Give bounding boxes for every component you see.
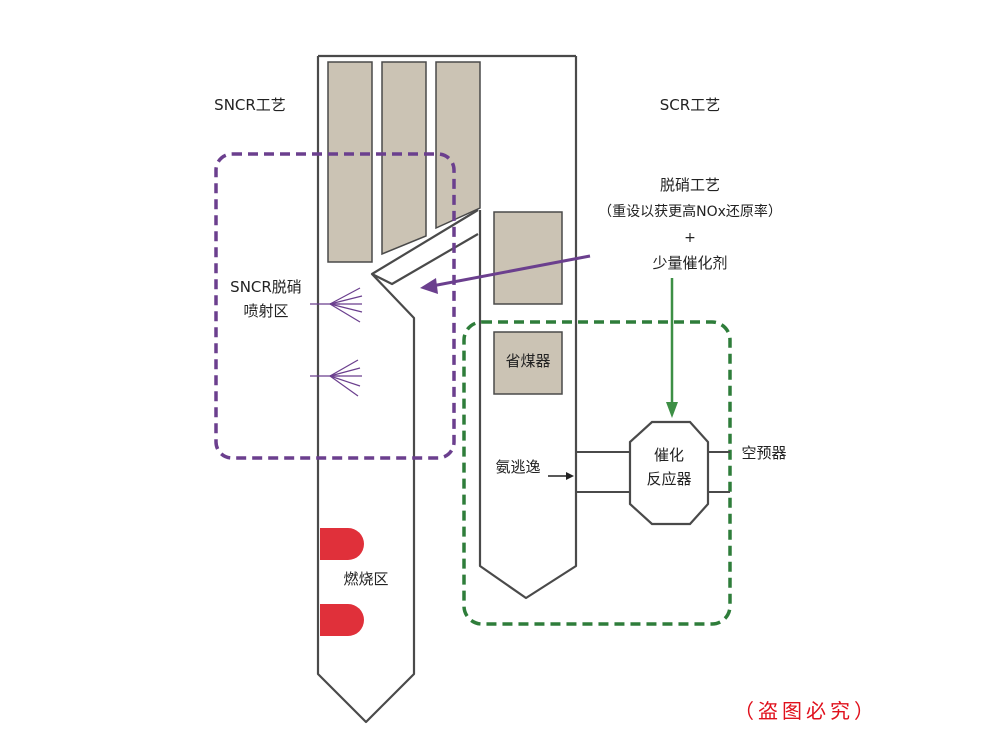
denox-process-label: 脱硝工艺 [660,176,720,194]
sncr-injector-lower [310,359,362,397]
catalyst-arrow-head [666,402,678,418]
ammonia-slip-arrow-head [566,472,574,480]
redesign-arrow-shaft [431,254,591,288]
economizer-label: 省煤器 [505,352,550,370]
burner-lower [320,604,364,636]
ammonia-slip-label: 氨逃逸 [495,458,540,476]
back-pass-outline [478,56,578,600]
reactor-label-line1: 催化 [654,446,684,464]
redesign-arrow-head [420,278,438,294]
sncr-zone-boundary [214,152,456,460]
catalytic-reactor [628,420,710,526]
plus-sign: + [684,230,696,246]
watermark-label: （盗图必究） [734,699,878,723]
sncr-zone-label-line2: 喷射区 [243,302,288,320]
burner-upper [320,528,364,560]
back-pass-upper-bank [493,211,563,305]
superheater-bank-1 [327,61,373,263]
scr-process-label: SCR工艺 [660,96,720,114]
reactor-label-line2: 反应器 [646,470,691,488]
sncr-zone-label-line1: SNCR脱硝 [230,278,302,296]
denox-note-label: （重设以获更高NOx还原率） [598,203,782,220]
scr-zone-boundary [462,320,732,626]
economizer-box [493,331,563,395]
superheater-bank-2 [381,61,427,256]
air-preheater-label: 空预器 [741,444,786,462]
superheater-bank-3 [435,61,481,230]
catalyst-additive-label: 少量催化剂 [652,254,727,272]
combustion-zone-label: 燃烧区 [343,570,388,588]
sncr-injector-upper [310,287,363,323]
furnace-nose [371,233,479,286]
sncr-process-label: SNCR工艺 [214,96,286,114]
